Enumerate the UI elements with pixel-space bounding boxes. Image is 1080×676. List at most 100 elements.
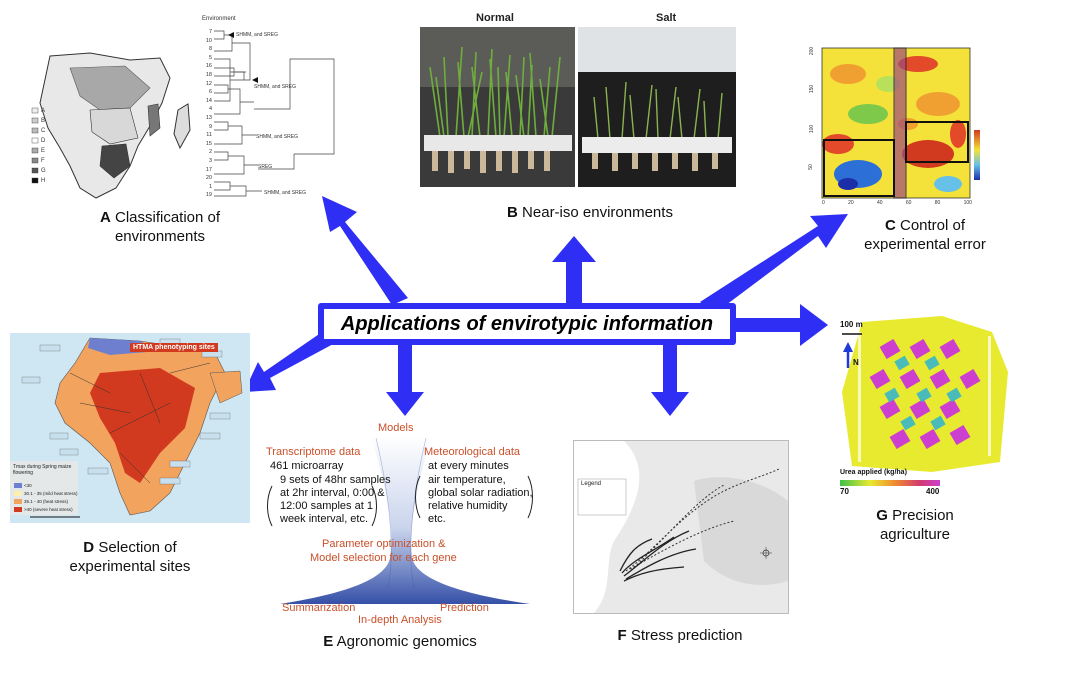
caption-e-text: Agronomic genomics <box>336 633 477 650</box>
cluster-label: SHMM, and SREG <box>264 190 306 196</box>
legend-a-4: E <box>41 148 46 154</box>
caption-c-line2: experimental error <box>864 236 986 253</box>
leaf-label: 17 <box>205 166 212 173</box>
meteo-line2: air temperature, <box>428 474 506 486</box>
x-tick: 40 <box>876 200 883 206</box>
leaf-label: 10 <box>205 37 212 44</box>
cluster-label: SREG <box>258 164 272 170</box>
caption-g-line2: agriculture <box>879 526 951 543</box>
x-tick: 80 <box>934 200 941 206</box>
leaf-label: 9 <box>208 123 212 130</box>
caption-b-text: Near-iso environments <box>522 204 673 221</box>
meteo-line3: global solar radiation, <box>428 487 533 499</box>
summarization-label: Summarization <box>282 602 356 614</box>
legend-item: 30.1 - 35 (mild heat stress) <box>24 491 78 496</box>
caption-a: A Classification of environments <box>80 208 240 246</box>
panel-g-map: 100 m N Urea applied (kg/ha) 70 400 <box>832 312 1012 498</box>
caption-d-letter: D <box>83 539 95 556</box>
leaf-label: 5 <box>208 54 212 61</box>
cluster-label: SHMM, and SREG <box>256 134 298 140</box>
param-line2: Model selection for each gene <box>310 552 457 564</box>
caption-d: D Selection of experimental sites <box>40 538 220 576</box>
caption-g: G Precision agriculture <box>840 506 990 544</box>
caption-b: B Near-iso environments <box>490 203 690 222</box>
meteo-line5: etc. <box>428 513 446 525</box>
leaf-label: 6 <box>208 89 212 96</box>
caption-a-line2: environments <box>114 228 206 245</box>
caption-e: E Agronomic genomics <box>300 632 500 651</box>
legend-item: <30 <box>24 483 32 488</box>
leaf-label: 11 <box>206 132 212 139</box>
label-salt: Salt <box>656 12 677 24</box>
north-label: N <box>853 358 859 367</box>
legend-a-3: D <box>41 138 46 144</box>
leaf-label: 15 <box>205 140 212 147</box>
arrow-to-f <box>651 342 689 416</box>
caption-f: F Stress prediction <box>590 626 770 645</box>
caption-g-letter: G <box>876 507 888 524</box>
prediction-label: Prediction <box>440 602 489 614</box>
x-tick: 0 <box>822 200 825 206</box>
caption-a-line1: Classification of <box>114 209 221 226</box>
legend-title: Legend <box>581 481 602 487</box>
x-tick: 100 <box>963 200 972 206</box>
caption-e-letter: E <box>323 633 334 650</box>
transcriptome-line1: 461 microarray <box>270 460 344 472</box>
panel-a-dendrogram: Environment 7 10 8 5 16 18 12 6 14 4 13 … <box>194 14 344 206</box>
panel-f-map: Legend <box>573 440 789 614</box>
caption-g-line1: Precision <box>892 507 954 524</box>
map-title: HTMA phenotyping sites <box>130 343 218 352</box>
models-label: Models <box>378 422 414 434</box>
meteo-line4: relative humidity <box>428 500 508 512</box>
label-normal: Normal <box>476 12 514 24</box>
caption-f-letter: F <box>617 627 627 644</box>
legend-a-1: B <box>41 118 46 124</box>
x-tick: 60 <box>905 200 912 206</box>
meteo-title: Meteorological data <box>424 446 521 458</box>
arrow-to-c <box>700 214 848 314</box>
leaf-label: 19 <box>205 192 212 199</box>
param-line1: Parameter optimization & <box>322 538 446 550</box>
indepth-label: In-depth Analysis <box>358 614 442 626</box>
transcriptome-line4: 12:00 samples at 1 <box>280 500 373 512</box>
legend-item: 35.1 - 40 (heat stress) <box>24 499 69 504</box>
transcriptome-title: Transcriptome data <box>266 446 361 458</box>
caption-c: C Control of experimental error <box>840 216 1010 254</box>
leaf-label: 12 <box>205 80 212 87</box>
arrow-to-d <box>244 330 335 392</box>
legend-a-6: G <box>41 168 46 174</box>
arrow-to-g <box>735 304 828 346</box>
urea-min: 70 <box>840 487 849 496</box>
leaf-label: 1 <box>208 183 212 190</box>
leaf-label: 13 <box>205 114 212 121</box>
leaf-label: 4 <box>208 106 212 113</box>
leaf-label: 8 <box>208 46 212 53</box>
leaf-label: 14 <box>205 97 212 104</box>
cluster-label: SHMM, and SREG <box>254 84 296 90</box>
caption-a-letter: A <box>99 209 111 226</box>
arrow-to-a <box>322 196 408 305</box>
meteo-line1: at every minutes <box>428 460 509 472</box>
legend-item: >40 (severe heat stress) <box>24 507 73 512</box>
transcriptome-line2: 9 sets of 48hr samples <box>280 474 391 486</box>
panel-c-heatmap: 200 150 100 50 <box>808 44 993 214</box>
transcriptome-line3: at 2hr interval, 0:00 & <box>280 487 385 499</box>
cluster-label: SHMM, and SREG <box>236 32 278 38</box>
dendrogram-header: Environment <box>202 16 236 22</box>
caption-d-line2: experimental sites <box>69 558 191 575</box>
leaf-label: 20 <box>205 175 212 182</box>
caption-c-letter: C <box>884 217 896 234</box>
arrow-to-b <box>552 236 596 305</box>
panel-d-map: HTMA phenotyping sites Tmax during Sprin… <box>10 333 250 523</box>
x-tick: 20 <box>848 200 854 206</box>
urea-label: Urea applied (kg/ha) <box>840 469 907 476</box>
leaf-label: 18 <box>205 71 212 78</box>
caption-f-text: Stress prediction <box>630 627 743 644</box>
panel-e-genomics: Models Transcriptome data 461 microarray… <box>260 418 550 630</box>
caption-d-line1: Selection of <box>98 539 177 556</box>
scale-label: 100 m <box>840 320 863 329</box>
urea-max: 400 <box>926 487 940 496</box>
legend-title: Tmax during Spring maize flowering <box>13 464 72 476</box>
central-title-box: Applications of envirotypic information <box>318 303 736 345</box>
